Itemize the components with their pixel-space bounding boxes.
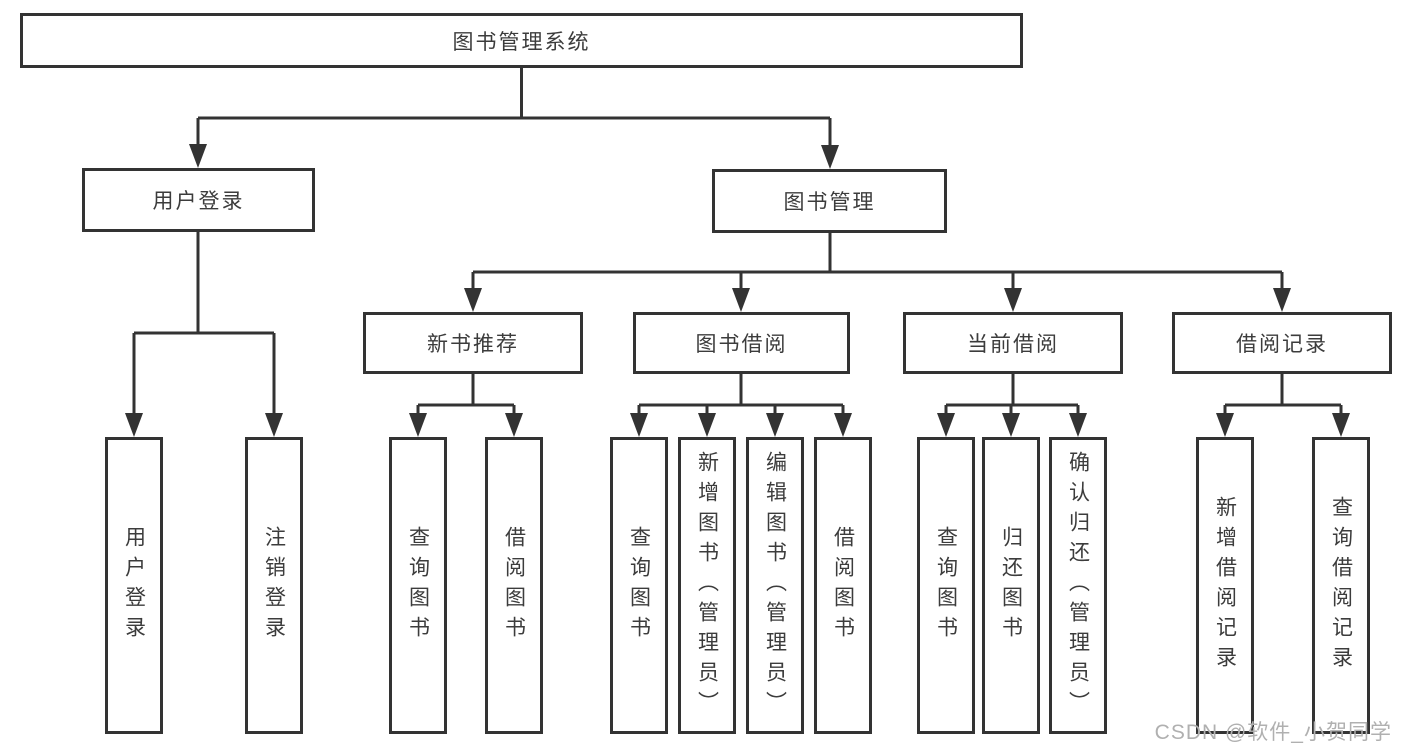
arrow-down-icon (698, 413, 716, 437)
connector-root (196, 68, 832, 151)
leaf-logout-login: 注销登录 (245, 437, 303, 734)
node-label: 确认归还（管理员） (1066, 450, 1090, 721)
node-label: 注销登录 (262, 525, 286, 646)
arrow-down-icon (1002, 413, 1020, 437)
node-book-management: 图书管理 (712, 169, 947, 233)
leaf-recommend-query-books: 查询图书 (389, 437, 447, 734)
leaf-recommend-borrow-books: 借阅图书 (485, 437, 543, 734)
node-label: 查询图书 (627, 525, 651, 646)
arrow-down-icon (464, 288, 482, 312)
leaf-borrowing-add-books-admin: 新增图书（管理员） (678, 437, 736, 734)
node-library-management-system: 图书管理系统 (20, 13, 1023, 68)
node-label: 图书管理系统 (452, 30, 591, 54)
arrow-down-icon (834, 413, 852, 437)
arrow-down-icon (1216, 413, 1234, 437)
arrow-down-icon (1004, 288, 1022, 312)
connector-current-borrowing (944, 374, 1080, 420)
node-label: 查询借阅记录 (1329, 495, 1353, 676)
node-user-login: 用户登录 (82, 168, 315, 232)
node-label: 图书借阅 (695, 333, 788, 356)
node-new-book-recommend: 新书推荐 (363, 312, 583, 374)
arrow-down-icon (1332, 413, 1350, 437)
leaf-records-query-record: 查询借阅记录 (1312, 437, 1370, 734)
node-label: 新书推荐 (427, 333, 519, 356)
node-label: 编辑图书（管理员） (763, 450, 787, 721)
arrow-down-icon (1069, 413, 1087, 437)
connector-borrowing-records (1223, 374, 1343, 420)
arrow-down-icon (265, 413, 283, 437)
node-label: 借阅图书 (502, 525, 526, 646)
leaf-current-return-books: 归还图书 (982, 437, 1040, 734)
leaf-current-confirm-return-admin: 确认归还（管理员） (1049, 437, 1107, 734)
leaf-borrowing-edit-books-admin: 编辑图书（管理员） (746, 437, 804, 734)
arrow-down-icon (937, 413, 955, 437)
arrow-down-icon (125, 413, 143, 437)
node-label: 归还图书 (999, 525, 1023, 646)
node-borrowing-records: 借阅记录 (1172, 312, 1392, 374)
node-label: 查询图书 (934, 525, 958, 646)
leaf-records-add-record: 新增借阅记录 (1196, 437, 1254, 734)
arrow-down-icon (505, 413, 523, 437)
node-book-borrowing: 图书借阅 (633, 312, 850, 374)
connector-user-login (132, 232, 276, 420)
node-current-borrowing: 当前借阅 (903, 312, 1123, 374)
node-label: 查询图书 (406, 525, 430, 646)
leaf-current-query-books: 查询图书 (917, 437, 975, 734)
arrow-down-icon (409, 413, 427, 437)
connector-book-borrowing (637, 374, 845, 420)
connector-book-management (471, 233, 1284, 295)
csdn-watermark: CSDN @软件_小贺同学 (1154, 721, 1392, 744)
node-label: 借阅图书 (831, 525, 855, 646)
connector-new-book-recommend (416, 374, 516, 420)
node-label: 当前借阅 (967, 333, 1059, 356)
node-label: 新增图书（管理员） (695, 450, 719, 721)
node-label: 图书管理 (783, 191, 876, 214)
arrow-down-icon (821, 145, 839, 169)
leaf-borrowing-borrow-books: 借阅图书 (814, 437, 872, 734)
node-label: 新增借阅记录 (1213, 495, 1237, 676)
node-label: 用户登录 (122, 525, 146, 646)
arrow-down-icon (189, 144, 207, 168)
arrow-down-icon (732, 288, 750, 312)
leaf-borrowing-query-books: 查询图书 (610, 437, 668, 734)
node-label: 用户登录 (152, 190, 245, 213)
arrow-down-icon (766, 413, 784, 437)
arrow-down-icon (1273, 288, 1291, 312)
node-label: 借阅记录 (1236, 333, 1328, 356)
leaf-user-login: 用户登录 (105, 437, 163, 734)
arrow-down-icon (630, 413, 648, 437)
